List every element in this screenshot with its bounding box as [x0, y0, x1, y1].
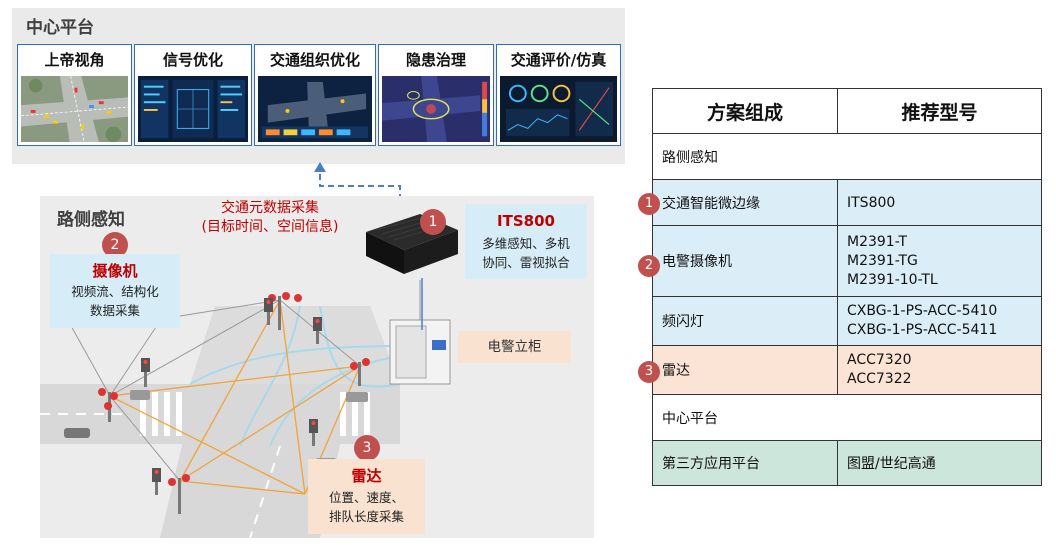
organization-dashboard-screenshot: [258, 76, 372, 142]
row-models: ACC7320 ACC7322: [837, 345, 1042, 395]
model-item: M2391-TG: [847, 252, 918, 269]
camera-title: 摄像机: [92, 262, 138, 280]
tab-label: 交通组织优化: [269, 51, 360, 69]
row-name: 电警摄像机: [652, 225, 838, 297]
row-name: 雷达: [652, 345, 838, 395]
traffic-lights: [141, 298, 322, 495]
evaluation-dashboard-screenshot: [500, 76, 617, 142]
tab-label: 隐患治理: [405, 51, 466, 69]
table-row: 电警摄像机 M2391-T M2391-TG M2391-10-TL: [652, 225, 1042, 297]
model-item: ACC7322: [847, 371, 912, 387]
section-roadside: 路侧感知: [652, 133, 1042, 180]
radar-title: 雷达: [351, 467, 382, 485]
table-row: 交通智能微边缘 ITS800: [652, 179, 1042, 226]
center-platform-title: 中心平台: [26, 18, 94, 38]
camera-callout: 摄像机 视频流、结构化 数据采集: [50, 254, 180, 328]
section-center: 中心平台: [652, 394, 1042, 441]
tab-signal-optimization[interactable]: 信号优化: [134, 44, 252, 146]
radar-desc2: 排队长度采集: [328, 509, 404, 524]
table-badge-1: 1: [638, 193, 660, 215]
tab-hazard-governance[interactable]: 隐患治理: [378, 44, 494, 146]
cabinet-label: 电警立柜: [487, 339, 542, 355]
row-model: 图盟/世纪高通: [837, 440, 1042, 486]
row-models: CXBG-1-PS-ACC-5410 CXBG-1-PS-ACC-5411: [837, 296, 1042, 346]
its800-desc2: 协同、雷视拟合: [482, 255, 570, 270]
tab-traffic-evaluation-simulation[interactable]: 交通评价/仿真: [496, 44, 621, 146]
row-name: 第三方应用平台: [652, 440, 838, 486]
model-item: CXBG-1-PS-ACC-5410: [847, 303, 998, 319]
table-header-row: 方案组成 推荐型号: [652, 88, 1042, 134]
model-item: M2391-10-TL: [847, 271, 938, 288]
its800-number-badge: 1: [420, 209, 446, 235]
table-badge-2: 2: [638, 255, 660, 277]
tab-label: 上帝视角: [44, 51, 105, 69]
collect-line1: 交通元数据采集: [221, 200, 319, 216]
its-cabinet-connector: [421, 278, 423, 330]
tab-traffic-organization-optimization[interactable]: 交通组织优化: [254, 44, 376, 146]
model-item: M2391-T: [847, 233, 908, 250]
its800-desc1: 多维感知、多机: [482, 236, 570, 251]
solution-spec-table: 方案组成 推荐型号 路侧感知 交通智能微边缘 ITS800 电警摄像机 M239…: [652, 88, 1042, 486]
its800-title: ITS800: [497, 212, 555, 230]
its800-callout: ITS800 多维感知、多机 协同、雷视拟合: [465, 204, 587, 279]
table-row: 雷达 ACC7320 ACC7322: [652, 345, 1042, 395]
camera-number-badge: 2: [102, 232, 128, 258]
model-item: ACC7320: [847, 352, 912, 368]
table-row: 中心平台: [652, 394, 1042, 441]
row-model: ITS800: [837, 179, 1042, 226]
metadata-collection-text: 交通元数据采集 (目标时间、空间信息): [180, 199, 360, 237]
radar-desc1: 位置、速度、: [328, 490, 404, 505]
row-models: M2391-T M2391-TG M2391-10-TL: [837, 225, 1042, 297]
table-row: 第三方应用平台 图盟/世纪高通: [652, 440, 1042, 486]
radar-number-badge: 3: [354, 435, 380, 461]
roadside-title: 路侧感知: [57, 210, 125, 230]
row-name: 频闪灯: [652, 296, 838, 346]
crosswalk: [140, 392, 370, 436]
cabinet-callout: 电警立柜: [458, 331, 571, 363]
signal-dashboard-screenshot: [138, 76, 248, 142]
table-row: 路侧感知: [652, 133, 1042, 180]
table-row: 频闪灯 CXBG-1-PS-ACC-5410 CXBG-1-PS-ACC-541…: [652, 296, 1042, 346]
radar-callout: 雷达 位置、速度、 排队长度采集: [308, 459, 425, 534]
tab-god-view[interactable]: 上帝视角: [17, 44, 132, 146]
tab-label: 信号优化: [162, 51, 223, 69]
camera-desc1: 视频流、结构化: [71, 284, 159, 299]
model-item: CXBG-1-PS-ACC-5411: [847, 322, 998, 338]
header-composition: 方案组成: [652, 88, 838, 134]
police-cabinet: [389, 319, 451, 385]
row-name: 交通智能微边缘: [652, 179, 838, 226]
header-model: 推荐型号: [837, 88, 1042, 134]
aerial-intersection-screenshot: [21, 76, 128, 142]
camera-desc2: 数据采集: [89, 303, 140, 318]
collect-line2: (目标时间、空间信息): [201, 219, 339, 235]
table-badge-3: 3: [638, 361, 660, 383]
tab-label: 交通评价/仿真: [510, 51, 607, 69]
hazard-heatmap-screenshot: [382, 76, 490, 142]
its800-device-image: [366, 214, 458, 274]
